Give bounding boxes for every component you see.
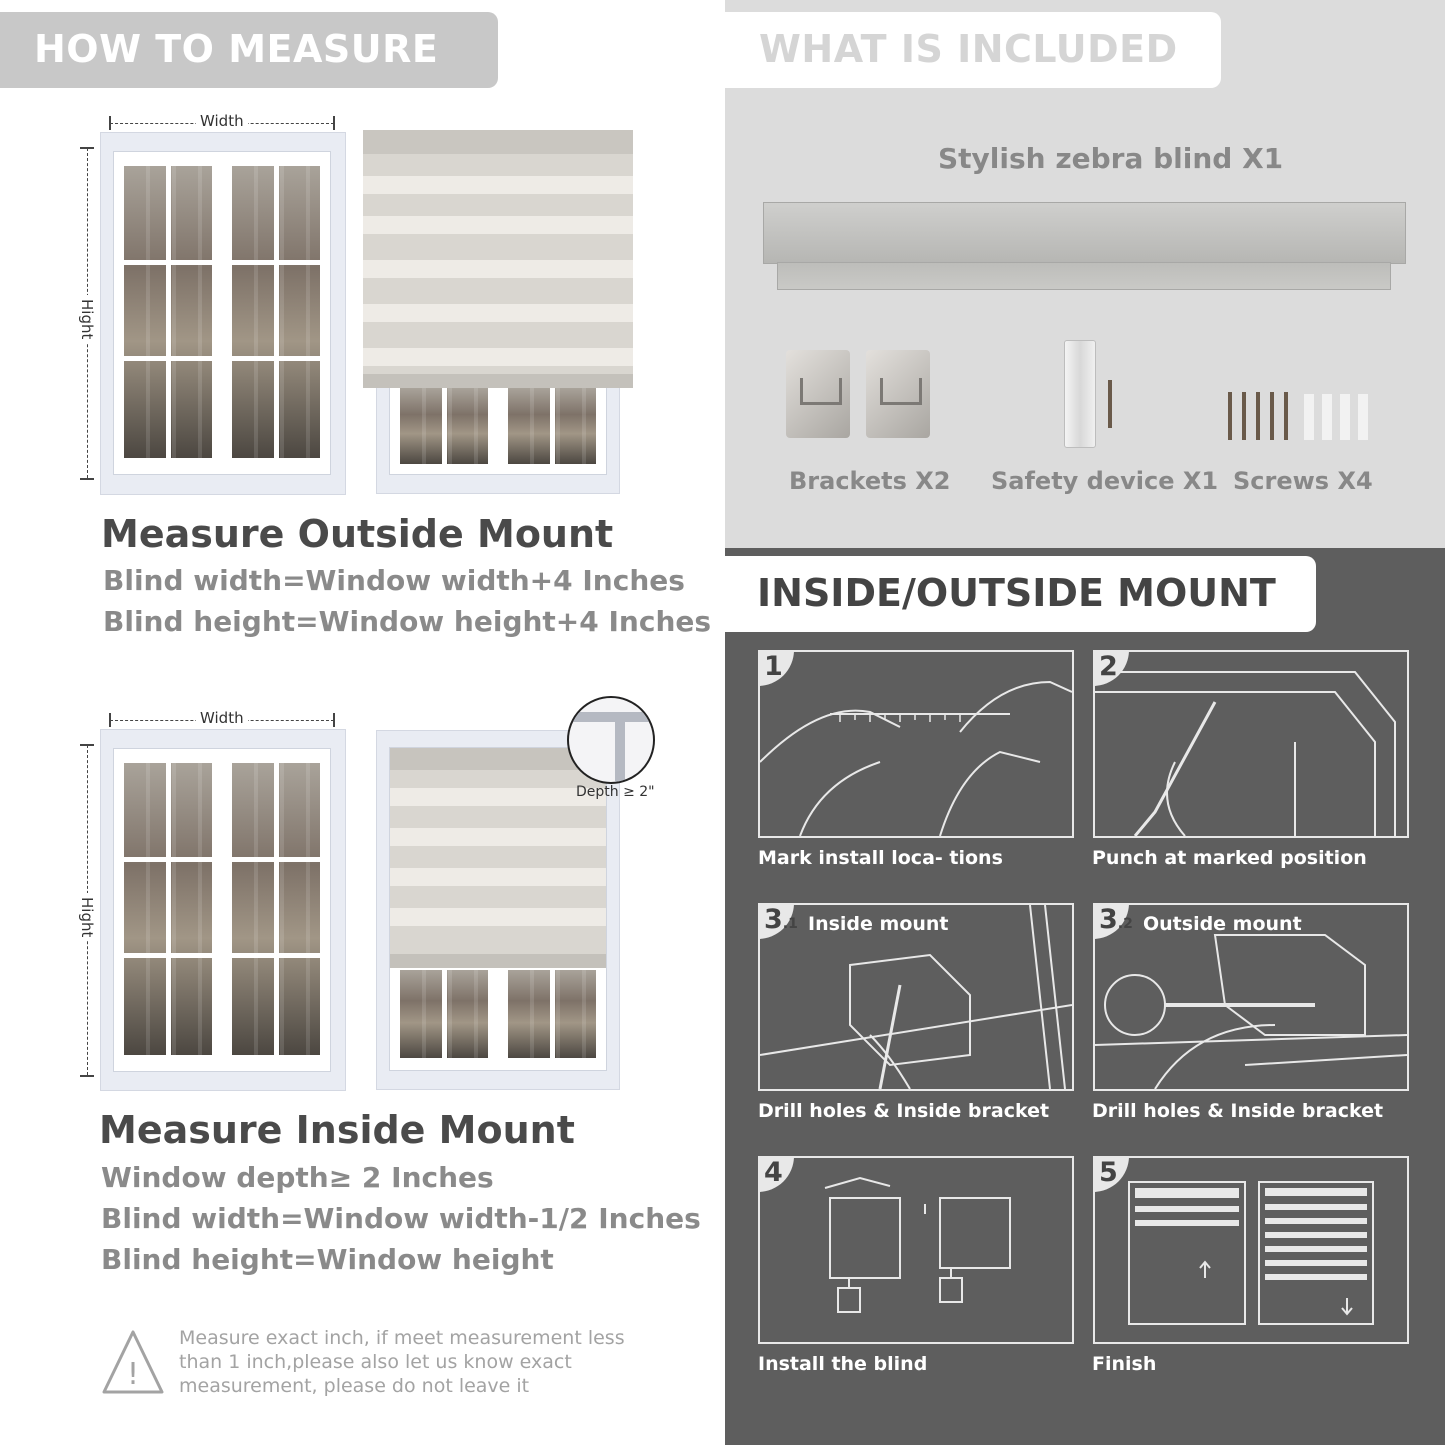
- screw-icon: [1108, 380, 1112, 428]
- screws-icon: [1228, 392, 1298, 440]
- step-number: 5: [1095, 1158, 1129, 1192]
- included-header: WHAT IS INCLUDED: [725, 12, 1221, 88]
- step-4-caption: Install the blind: [758, 1353, 928, 1375]
- outside-mount-title: Measure Outside Mount: [101, 512, 614, 556]
- warning-text: Measure exact inch, if meet measurement …: [179, 1327, 625, 1397]
- step-3-2-caption: Drill holes & Inside bracket: [1092, 1100, 1384, 1122]
- inside-mount-title: Measure Inside Mount: [99, 1108, 575, 1152]
- wall-anchors-icon: [1304, 394, 1370, 440]
- inside-mount-line-3: Blind height=Window height: [101, 1243, 554, 1276]
- outside-mount-line-1: Blind width=Window width+4 Inches: [103, 564, 685, 597]
- inside-window-illustration: [100, 729, 346, 1091]
- step-4-illustration: 4: [758, 1156, 1074, 1344]
- outside-window-illustration: [100, 132, 346, 495]
- step-3-1-illustration: 3.1 Inside mount: [758, 903, 1074, 1091]
- width-label-2: Width: [196, 709, 248, 727]
- mount-title: INSIDE/OUTSIDE MOUNT: [757, 571, 1276, 615]
- step-1-caption: Mark install loca- tions: [758, 847, 1003, 869]
- depth-label: Depth ≥ 2": [576, 784, 655, 800]
- how-to-measure-header: HOW TO MEASURE: [0, 12, 498, 88]
- step-number: 3.1: [760, 905, 798, 939]
- zebra-blind-headrail-icon: [763, 202, 1406, 290]
- mount-steps-panel: [725, 548, 1445, 1445]
- step-number: 3.2: [1095, 905, 1133, 939]
- step-1-illustration: 1: [758, 650, 1074, 838]
- step-3-2-title: Outside mount: [1143, 913, 1302, 935]
- svg-text:!: !: [127, 1357, 139, 1392]
- zebra-blind-outside: [363, 130, 633, 388]
- blind-label: Stylish zebra blind X1: [938, 142, 1284, 175]
- outside-mount-line-2: Blind height=Window height+4 Inches: [103, 605, 712, 638]
- depth-magnifier-icon: [567, 696, 655, 784]
- inside-mount-line-2: Blind width=Window width-1/2 Inches: [101, 1202, 701, 1235]
- bracket-icon: [786, 350, 850, 438]
- height-label: Hight: [78, 295, 96, 344]
- safety-device-icon: [1064, 340, 1096, 448]
- step-2-caption: Punch at marked position: [1092, 847, 1367, 869]
- included-item-label: Brackets X2: [789, 467, 951, 495]
- step-2-illustration: 2: [1093, 650, 1409, 838]
- step-3-1-title: Inside mount: [808, 913, 949, 935]
- inside-blind-illustration: [376, 730, 620, 1090]
- included-item-label: Safety device X1: [991, 467, 1219, 495]
- mount-header: INSIDE/OUTSIDE MOUNT: [725, 556, 1316, 632]
- warning-triangle-icon: !: [102, 1330, 164, 1394]
- outside-blind-illustration: [376, 380, 620, 494]
- included-title: WHAT IS INCLUDED: [759, 27, 1178, 71]
- step-5-caption: Finish: [1092, 1353, 1157, 1375]
- included-item-label: Screws X4: [1233, 467, 1373, 495]
- bracket-icon: [866, 350, 930, 438]
- how-to-measure-title: HOW TO MEASURE: [34, 27, 439, 71]
- inside-mount-line-1: Window depth≥ 2 Inches: [101, 1161, 494, 1194]
- step-3-1-caption: Drill holes & Inside bracket: [758, 1100, 1050, 1122]
- height-label-2: Hight: [78, 893, 96, 942]
- step-3-2-illustration: 3.2 Outside mount: [1093, 903, 1409, 1091]
- step-5-illustration: 5: [1093, 1156, 1409, 1344]
- width-label: Width: [196, 112, 248, 130]
